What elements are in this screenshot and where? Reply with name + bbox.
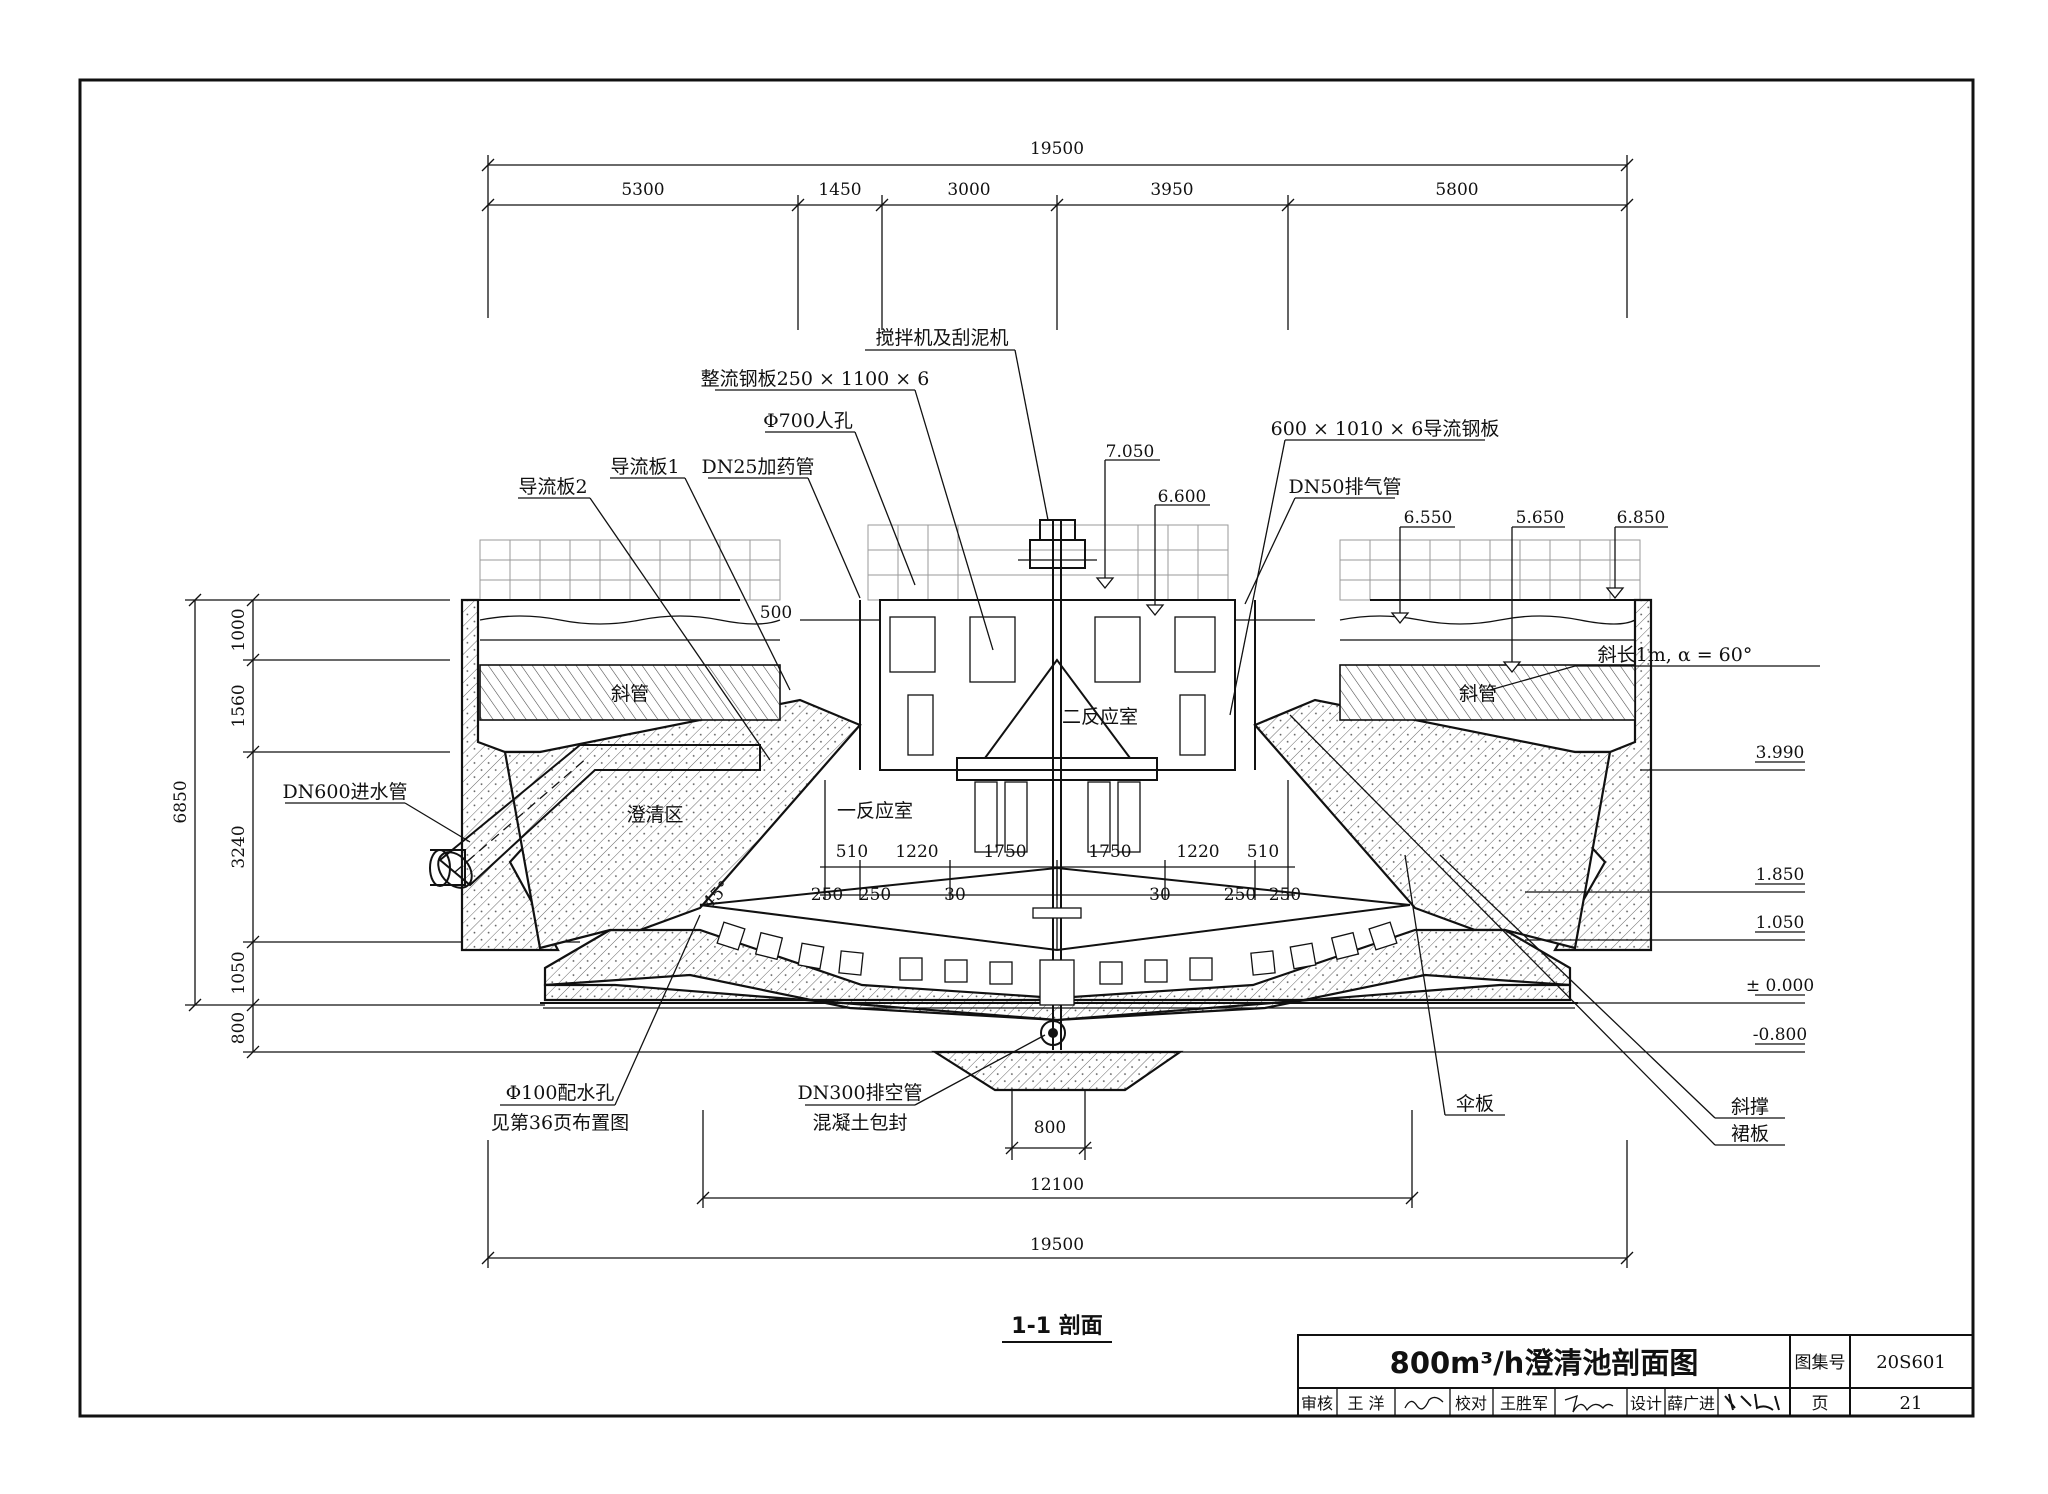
dim-inner-12: 250 <box>1269 885 1301 905</box>
page-label: 页 <box>1812 1394 1829 1414</box>
railing-grid <box>479 524 1641 601</box>
dim-left-1: 1000 <box>229 608 249 651</box>
label-baffle2: 导流板2 <box>518 476 587 498</box>
elev-1850: 1.850 <box>1756 865 1805 885</box>
label-skirt: 裙板 <box>1731 1123 1769 1145</box>
elev-m0800: -0.800 <box>1753 1025 1807 1045</box>
dim-left-5: 800 <box>229 1012 249 1044</box>
elev-7050: 7.050 <box>1106 442 1155 462</box>
dim-left-4: 1050 <box>229 951 249 994</box>
drawing-title: 800m³/h澄清池剖面图 <box>1390 1346 1699 1380</box>
dim-top-2: 1450 <box>818 180 861 200</box>
drawing-frame <box>78 78 1975 1418</box>
label-brace: 斜撑 <box>1731 1096 1769 1118</box>
label-reaction1: 一反应室 <box>837 800 913 822</box>
elev-6850: 6.850 <box>1617 508 1666 528</box>
role-check: 校对 <box>1455 1394 1487 1413</box>
dim-inner-11: 250 <box>1224 885 1256 905</box>
label-distribution-hole: Φ100配水孔 <box>506 1082 615 1104</box>
dim-top-3: 3000 <box>947 180 990 200</box>
elevation-markers <box>1095 459 1805 1053</box>
label-concrete-seal: 混凝土包封 <box>812 1112 907 1134</box>
dim-weir-width: 500 <box>760 603 792 623</box>
dim-top-1: 5300 <box>621 180 664 200</box>
dim-left-total: 6850 <box>171 780 191 823</box>
dim-inner-8: 250 <box>859 885 891 905</box>
inclined-tubes <box>479 615 1636 721</box>
atlas-label: 图集号 <box>1795 1353 1846 1373</box>
dim-inner-7: 250 <box>811 885 843 905</box>
dim-inner-6: 510 <box>1247 842 1279 862</box>
bottom-dimensions <box>481 1090 1634 1268</box>
dim-inner-5: 1220 <box>1176 842 1219 862</box>
elev-5650: 5.650 <box>1516 508 1565 528</box>
dim-inner-2: 1220 <box>895 842 938 862</box>
elev-0000: ± 0.000 <box>1746 976 1814 996</box>
section-label: 1-1 剖面 <box>1011 1313 1102 1339</box>
inner-dimensions <box>820 780 1295 900</box>
label-baffle1: 导流板1 <box>610 456 679 478</box>
elev-1050: 1.050 <box>1756 913 1805 933</box>
label-guide-plate: 600 × 1010 × 6导流钢板 <box>1271 418 1500 440</box>
label-clear-zone: 澄清区 <box>626 804 683 826</box>
dim-inner-3: 1750 <box>983 842 1026 862</box>
name-check: 王胜军 <box>1500 1394 1548 1413</box>
label-drain-pipe: DN300排空管 <box>797 1082 922 1104</box>
label-mixer: 搅拌机及刮泥机 <box>875 327 1008 349</box>
label-manhole: Φ700人孔 <box>763 410 853 432</box>
top-dimensions <box>481 155 1634 330</box>
label-tubes-right: 斜管 <box>1459 683 1497 705</box>
elev-6550: 6.550 <box>1404 508 1453 528</box>
drain-pipe-center-icon <box>1048 1028 1058 1038</box>
label-tube-spec: 斜长1m, α = 60° <box>1598 644 1753 666</box>
dim-bottom-pit: 800 <box>1034 1118 1066 1138</box>
tank-structure <box>460 598 1653 1092</box>
scraper-arms <box>699 866 1411 1006</box>
leader-lines <box>285 349 1820 1146</box>
dim-bottom-total: 19500 <box>1030 1235 1084 1255</box>
dim-inner-9: 30 <box>944 885 966 905</box>
page-number: 21 <box>1900 1393 1923 1414</box>
dim-top-5: 5800 <box>1435 180 1478 200</box>
dim-top-total: 19500 <box>1030 139 1084 159</box>
label-reaction2: 二反应室 <box>1062 706 1138 728</box>
signature-review <box>1404 1396 1444 1410</box>
title-block <box>1297 1334 1974 1417</box>
dim-inner-4: 1750 <box>1088 842 1131 862</box>
elev-6600: 6.600 <box>1158 487 1207 507</box>
drain-pipe-icon <box>1040 1020 1066 1046</box>
label-inlet: DN600进水管 <box>282 781 407 803</box>
dim-bottom-mid: 12100 <box>1030 1175 1084 1195</box>
atlas-number: 20S601 <box>1876 1352 1946 1373</box>
signature-design <box>1724 1393 1780 1411</box>
label-umbrella: 伞板 <box>1456 1093 1494 1115</box>
signature-check <box>1564 1395 1614 1413</box>
role-design: 设计 <box>1630 1394 1662 1413</box>
dim-left-2: 1560 <box>229 684 249 727</box>
dim-inner-1: 510 <box>836 842 868 862</box>
label-dosing: DN25加药管 <box>701 456 814 478</box>
role-review: 审核 <box>1301 1394 1333 1413</box>
label-rectifier: 整流钢板250 × 1100 × 6 <box>701 368 930 390</box>
inlet-pipe <box>429 744 761 889</box>
dim-left-3: 3240 <box>229 825 249 868</box>
dim-top-4: 3950 <box>1150 180 1193 200</box>
label-see-page: 见第36页布置图 <box>491 1112 629 1134</box>
label-tubes-left: 斜管 <box>611 683 649 705</box>
name-review: 王 洋 <box>1347 1394 1384 1413</box>
name-design: 薛广进 <box>1667 1394 1715 1413</box>
elev-3990: 3.990 <box>1756 743 1805 763</box>
reaction-chamber <box>800 519 1315 1050</box>
dim-inner-10: 30 <box>1149 885 1171 905</box>
label-vent: DN50排气管 <box>1288 476 1401 498</box>
